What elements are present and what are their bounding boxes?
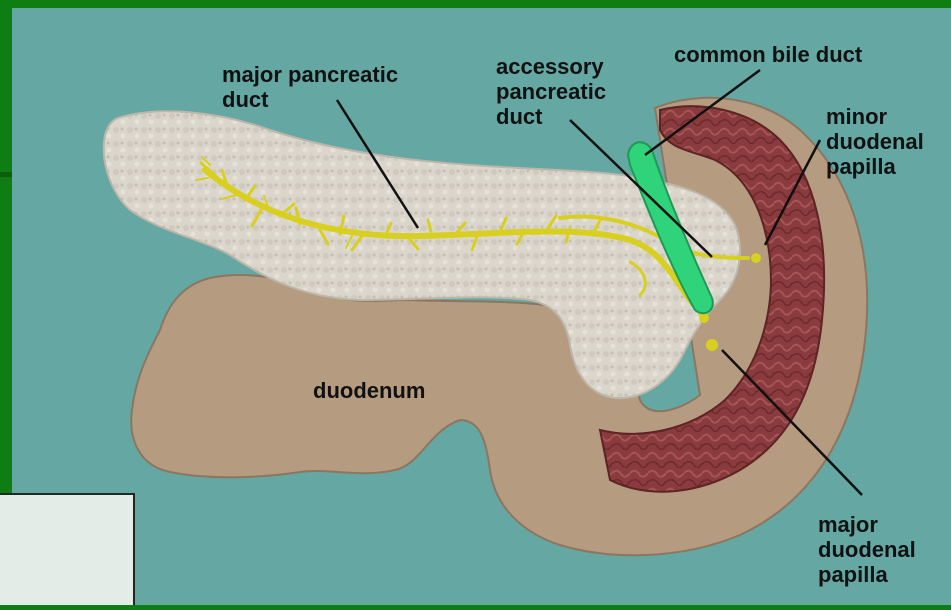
label-duodenum: duodenum: [313, 378, 425, 403]
label-major-pancreatic-duct: major pancreatic duct: [222, 62, 398, 112]
ampulla-dot: [699, 313, 709, 323]
label-major-duodenal-papilla: major duodenal papilla: [818, 512, 916, 587]
label-accessory-pancreatic-duct: accessory pancreatic duct: [496, 54, 606, 129]
label-minor-duodenal-papilla: minor duodenal papilla: [826, 104, 924, 179]
major-papilla-dot: [706, 339, 718, 351]
label-common-bile-duct: common bile duct: [674, 42, 862, 67]
frame-band: [0, 172, 12, 177]
minor-papilla-dot: [751, 253, 761, 263]
corner-overlay-panel: [0, 493, 135, 605]
